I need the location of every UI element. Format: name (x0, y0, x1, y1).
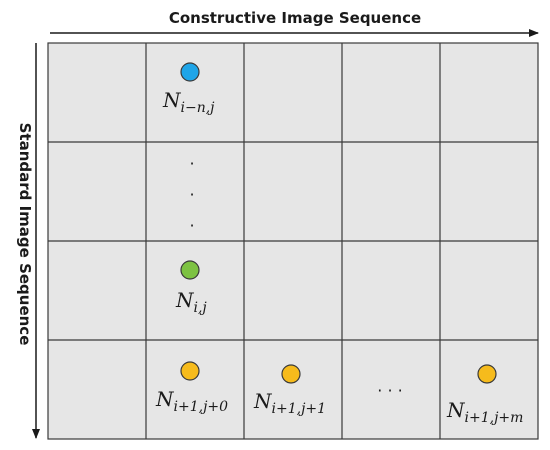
node-bottom-3-circle (477, 364, 497, 384)
node-mid-circle (180, 260, 200, 280)
node-top-label-sub: i−n,j (181, 100, 216, 116)
node-mid-label-sub: i,j (194, 300, 208, 316)
vertical-axis-title: Standard Image Sequence (16, 123, 34, 346)
node-top-label: Ni−n,j (162, 88, 215, 116)
node-top-label-base: N (162, 88, 182, 112)
node-bottom-1-label: Ni+1,j+0 (155, 387, 228, 415)
node-bottom-2-label-sub: i+1,j+1 (272, 401, 327, 417)
node-bottom-2-label: Ni+1,j+1 (253, 389, 326, 417)
node-bottom-1-circle (180, 361, 200, 381)
node-bottom-2-circle (281, 364, 301, 384)
vertical-ellipsis-dot-3: · (189, 216, 194, 235)
node-bottom-1-label-sub: i+1,j+0 (174, 399, 229, 415)
horizontal-axis-title: Constructive Image Sequence (169, 9, 421, 27)
node-mid-label-base: N (175, 288, 195, 312)
node-mid-label: Ni,j (175, 288, 207, 316)
vertical-ellipsis-dot-1: · (189, 154, 194, 173)
grid-lines (48, 43, 538, 439)
node-bottom-3-label-base: N (446, 398, 466, 422)
node-top-circle (180, 62, 200, 82)
node-bottom-3-label: Ni+1,j+m (446, 398, 523, 426)
node-bottom-2-label-base: N (253, 389, 273, 413)
vertical-ellipsis-dot-2: · (189, 185, 194, 204)
node-bottom-3-label-sub: i+1,j+m (465, 410, 524, 426)
horizontal-ellipsis: · · · (377, 381, 402, 400)
node-bottom-1-label-base: N (155, 387, 175, 411)
